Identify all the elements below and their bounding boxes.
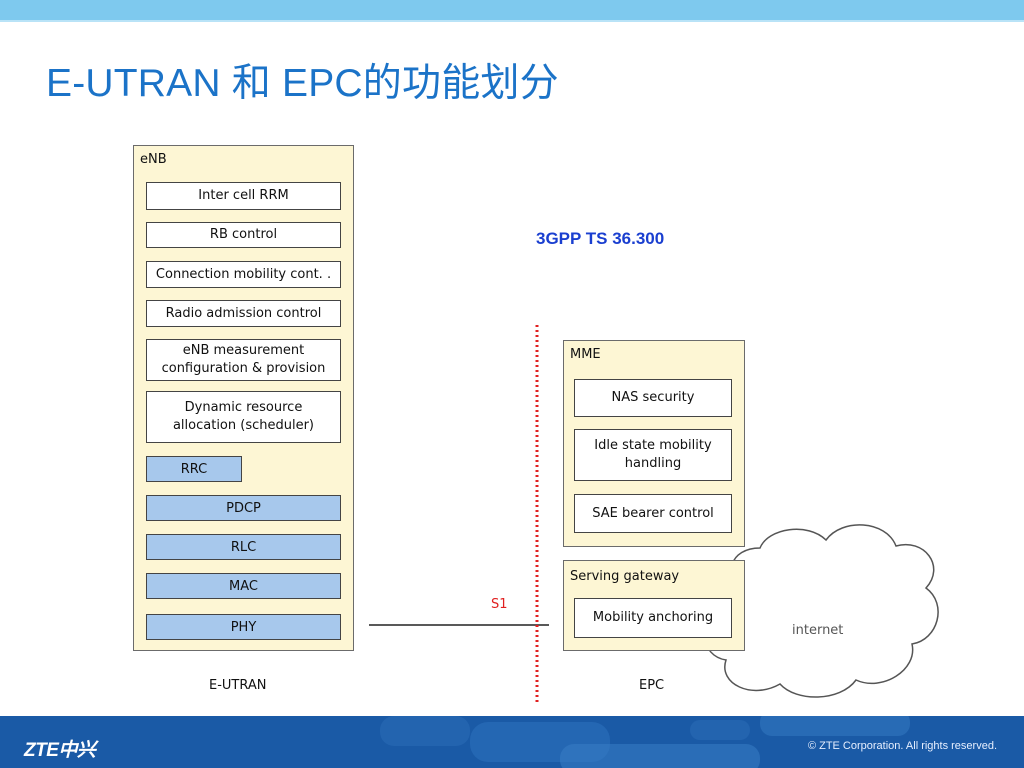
slide-title: E-UTRAN 和 EPC的功能划分: [46, 62, 559, 105]
enb-function-rb-control: RB control: [146, 222, 341, 248]
mme-label: MME: [570, 347, 601, 362]
footer-bar: [0, 716, 1024, 768]
enb-function-inter-cell-rrm: Inter cell RRM: [146, 182, 341, 210]
enb-function-measurement-config: eNB measurement configuration & provisio…: [146, 339, 341, 381]
enb-protocol-rlc: RLC: [146, 534, 341, 560]
mme-function-sae-bearer-control: SAE bearer control: [574, 494, 732, 533]
top-banner-accent: [0, 20, 1024, 22]
copyright-notice: © ZTE Corporation. All rights reserved.: [807, 740, 997, 752]
e-utran-caption: E-UTRAN: [209, 678, 267, 693]
mme-function-nas-security: NAS security: [574, 379, 732, 417]
enb-function-connection-mobility: Connection mobility cont. .: [146, 261, 341, 288]
enb-function-radio-admission: Radio admission control: [146, 300, 341, 327]
enb-protocol-rrc: RRC: [146, 456, 242, 482]
epc-caption: EPC: [639, 678, 665, 693]
enb-function-dynamic-resource-allocation: Dynamic resource allocation (scheduler): [146, 391, 341, 443]
spec-reference: 3GPP TS 36.300: [536, 229, 665, 248]
mme-function-idle-mobility: Idle state mobility handling: [574, 429, 732, 481]
zte-logo: ZTE中兴: [24, 740, 96, 761]
sgw-function-mobility-anchoring: Mobility anchoring: [574, 598, 732, 638]
internet-label: internet: [792, 623, 844, 638]
internet-cloud-shape: [703, 524, 939, 698]
enb-label: eNB: [140, 152, 167, 167]
serving-gateway-label: Serving gateway: [570, 569, 680, 584]
s1-interface-label: S1: [491, 597, 508, 612]
footer-decoration: [380, 716, 910, 768]
enb-protocol-phy: PHY: [146, 614, 341, 640]
enb-protocol-mac: MAC: [146, 573, 341, 599]
enb-protocol-pdcp: PDCP: [146, 495, 341, 521]
top-banner: [0, 0, 1024, 20]
